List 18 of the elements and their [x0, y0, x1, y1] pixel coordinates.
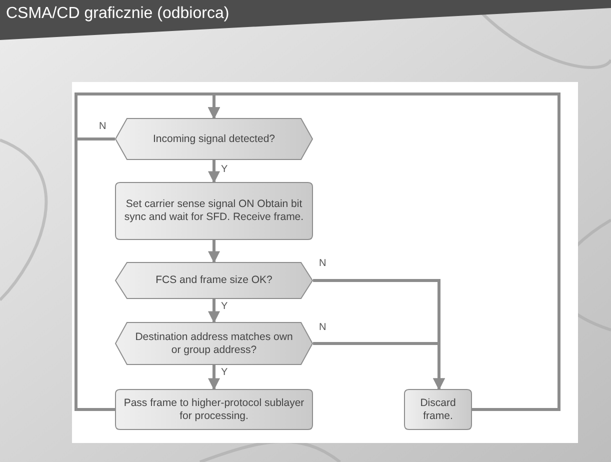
- flow-arrow: [208, 160, 220, 184]
- decision-hexagon: [115, 262, 313, 299]
- process-box: [115, 389, 313, 430]
- node-text: Pass frame to higher-protocol sublayer for processing.: [122, 396, 306, 422]
- slide-title: CSMA/CD graficznie (odbiorca): [6, 4, 230, 24]
- decision-hexagon: [115, 118, 313, 160]
- flow-arrow: [208, 299, 220, 324]
- decision-hexagon: [115, 322, 313, 365]
- node-text: FCS and frame size OK?: [154, 274, 274, 287]
- node-text: Incoming signal detected?: [152, 132, 276, 146]
- process-box: [404, 389, 472, 430]
- node-text: Destination address matches own or group address?: [134, 330, 294, 356]
- flow-arrow: [208, 240, 220, 264]
- process-box: [115, 182, 313, 240]
- node-text: Set carrier sense signal ON Obtain bit sync and wait for SFD. Receive frame.: [123, 198, 305, 224]
- flow-arrow: [208, 365, 220, 390]
- node-text: Discard frame.: [419, 396, 457, 422]
- flow-arrow: [74, 92, 220, 140]
